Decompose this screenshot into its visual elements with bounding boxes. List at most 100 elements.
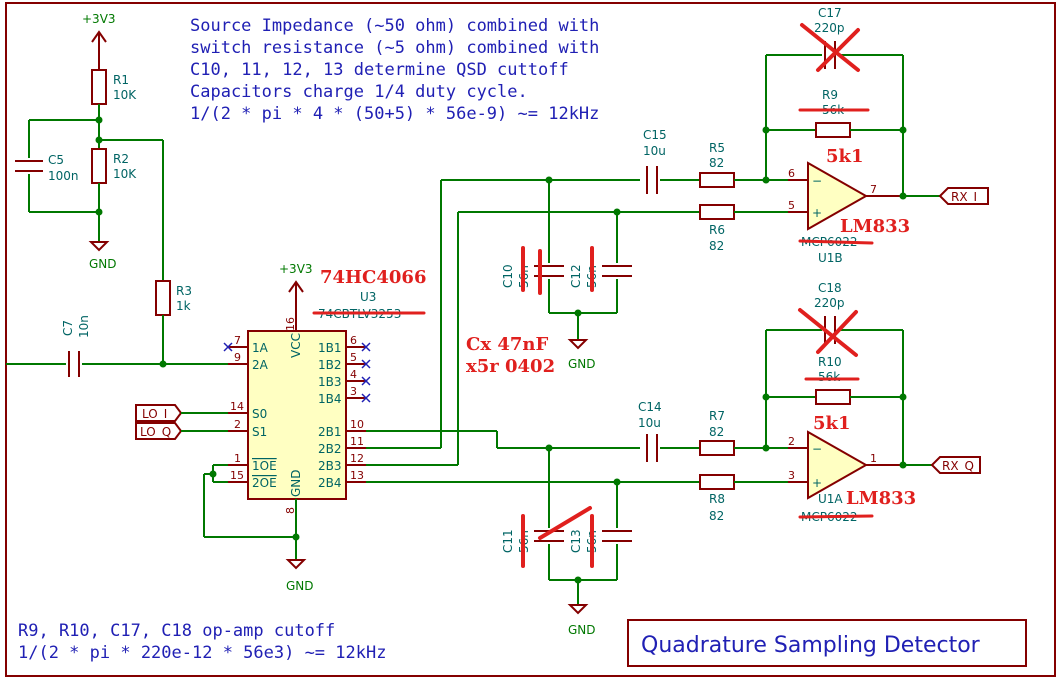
resistor-r2	[91, 148, 107, 184]
r9-value-annotation: 5k1	[826, 146, 864, 167]
value-label: 10u	[638, 416, 661, 430]
svg-text:10: 10	[350, 418, 364, 431]
cx-annotation-line1: Cx 47nF	[466, 334, 548, 355]
value-label: 82	[709, 239, 724, 253]
value-label: 82	[709, 156, 724, 170]
u3-output-wiring	[366, 179, 700, 483]
rx-i-label: RX_I	[938, 187, 989, 205]
opamp-note: R9, R10, C17, C18 op-amp cutoff 1/(2 * p…	[18, 621, 386, 663]
svg-text:2B4: 2B4	[318, 476, 342, 490]
value-label: 10K	[113, 88, 137, 102]
power-label: GND	[89, 257, 117, 271]
svg-text:S0: S0	[252, 407, 267, 421]
bias-network: +3V3 R1 10K C5 100n R2 10K GND R3 1k	[15, 12, 192, 368]
svg-text:16: 16	[284, 317, 297, 331]
cx-annotation-line2: x5r 0402	[466, 356, 555, 377]
title-block	[627, 619, 1027, 667]
note-line: R9, R10, C17, C18 op-amp cutoff	[18, 621, 335, 641]
q-channel: GND C11 56n C13 56n C14 10u R7 82 R8 82 …	[501, 281, 932, 637]
sheet-border	[5, 2, 1056, 677]
ref-label: R1	[113, 73, 129, 87]
svg-text:3: 3	[788, 469, 795, 482]
value-label: 82	[709, 425, 724, 439]
svg-text:1: 1	[234, 452, 241, 465]
svg-text:12: 12	[350, 452, 364, 465]
svg-text:1: 1	[870, 452, 877, 465]
note-line: 1/(2 * pi * 220e-12 * 56e3) ~= 12kHz	[18, 643, 386, 663]
ref-label: U1B	[818, 251, 843, 265]
ref-label: R2	[113, 152, 129, 166]
power-label: GND	[286, 579, 314, 593]
ref-label: R9	[822, 88, 838, 102]
svg-text:1A: 1A	[252, 341, 269, 355]
power-label: +3V3	[82, 12, 116, 26]
svg-text:2A: 2A	[252, 358, 269, 372]
svg-text:14: 14	[230, 400, 244, 413]
resistor-r7	[699, 440, 735, 456]
ref-label: C10	[501, 264, 515, 288]
vcc-symbol	[91, 30, 107, 70]
ground-symbol	[88, 241, 110, 252]
svg-text:2OE: 2OE	[252, 476, 277, 490]
svg-text:1B2: 1B2	[318, 358, 342, 372]
svg-text:5: 5	[350, 351, 357, 364]
u3-body	[247, 330, 347, 500]
svg-text:2: 2	[788, 435, 795, 448]
u3-switch: U3 74CBTLV3253 +3V3 16 VCC 8 GND GND 7 1…	[203, 262, 401, 593]
ref-label: C11	[501, 529, 515, 553]
u1a-part-annotation: LM833	[846, 488, 916, 509]
lo-q-label: LO_Q	[135, 422, 228, 440]
note-line: C10, 11, 12, 13 determine QSD cuttoff	[190, 60, 569, 80]
ref-label: C12	[569, 264, 583, 288]
ref-label: R8	[709, 492, 725, 506]
svg-text:2: 2	[234, 418, 241, 431]
lo-i-label: LO_I	[135, 404, 228, 422]
sheet-title: Quadrature Sampling Detector	[641, 633, 981, 658]
svg-text:1OE: 1OE	[252, 459, 277, 473]
value-label: 56k	[818, 370, 840, 384]
svg-text:5: 5	[788, 199, 795, 212]
svg-text:RX_Q: RX_Q	[942, 459, 974, 473]
value-label: 220p	[814, 296, 845, 310]
svg-text:7: 7	[234, 334, 241, 347]
resistor-r3	[155, 280, 171, 316]
svg-text:+: +	[812, 476, 822, 490]
svg-text:RX_I: RX_I	[951, 190, 977, 204]
ref-label: C5	[48, 153, 64, 167]
ref-label: C14	[638, 400, 662, 414]
vcc-symbol	[288, 280, 304, 331]
ref-label: U3	[360, 290, 376, 304]
note-line: Capacitors charge 1/4 duty cycle.	[190, 82, 528, 102]
svg-text:4: 4	[350, 368, 357, 381]
power-label: GND	[568, 623, 596, 637]
ground-symbol	[567, 604, 589, 615]
svg-text:6: 6	[350, 334, 357, 347]
ref-label: C13	[569, 529, 583, 553]
svg-text:2B1: 2B1	[318, 425, 342, 439]
ground-symbol	[285, 559, 307, 570]
ref-label: C7	[61, 320, 75, 336]
ref-label: R7	[709, 409, 725, 423]
value-label: 10K	[113, 167, 137, 181]
ref-label: R6	[709, 223, 725, 237]
u1b-part-annotation: LM833	[840, 216, 910, 237]
ref-label: U1A	[818, 492, 843, 506]
ref-label: C18	[818, 281, 842, 295]
u3-part-annotation: 74HC4066	[320, 267, 426, 288]
resistor-r5	[699, 172, 735, 188]
value-label: 10u	[643, 144, 666, 158]
svg-text:1B1: 1B1	[318, 341, 342, 355]
rx-q-label: RX_Q	[930, 456, 981, 474]
svg-text:−: −	[812, 442, 822, 456]
ground-symbol	[567, 339, 589, 350]
ref-label: R5	[709, 141, 725, 155]
note-line: 1/(2 * pi * 4 * (50+5) * 56e-9) ~= 12kHz	[190, 104, 599, 124]
svg-text:3: 3	[350, 385, 357, 398]
svg-text:8: 8	[284, 507, 297, 514]
value-label: 100n	[48, 169, 79, 183]
power-label: +3V3	[279, 262, 313, 276]
value-label: 1k	[176, 299, 191, 313]
ref-label: C15	[643, 128, 667, 142]
rf-input: C7 10n	[6, 315, 228, 377]
svg-text:2B3: 2B3	[318, 459, 342, 473]
